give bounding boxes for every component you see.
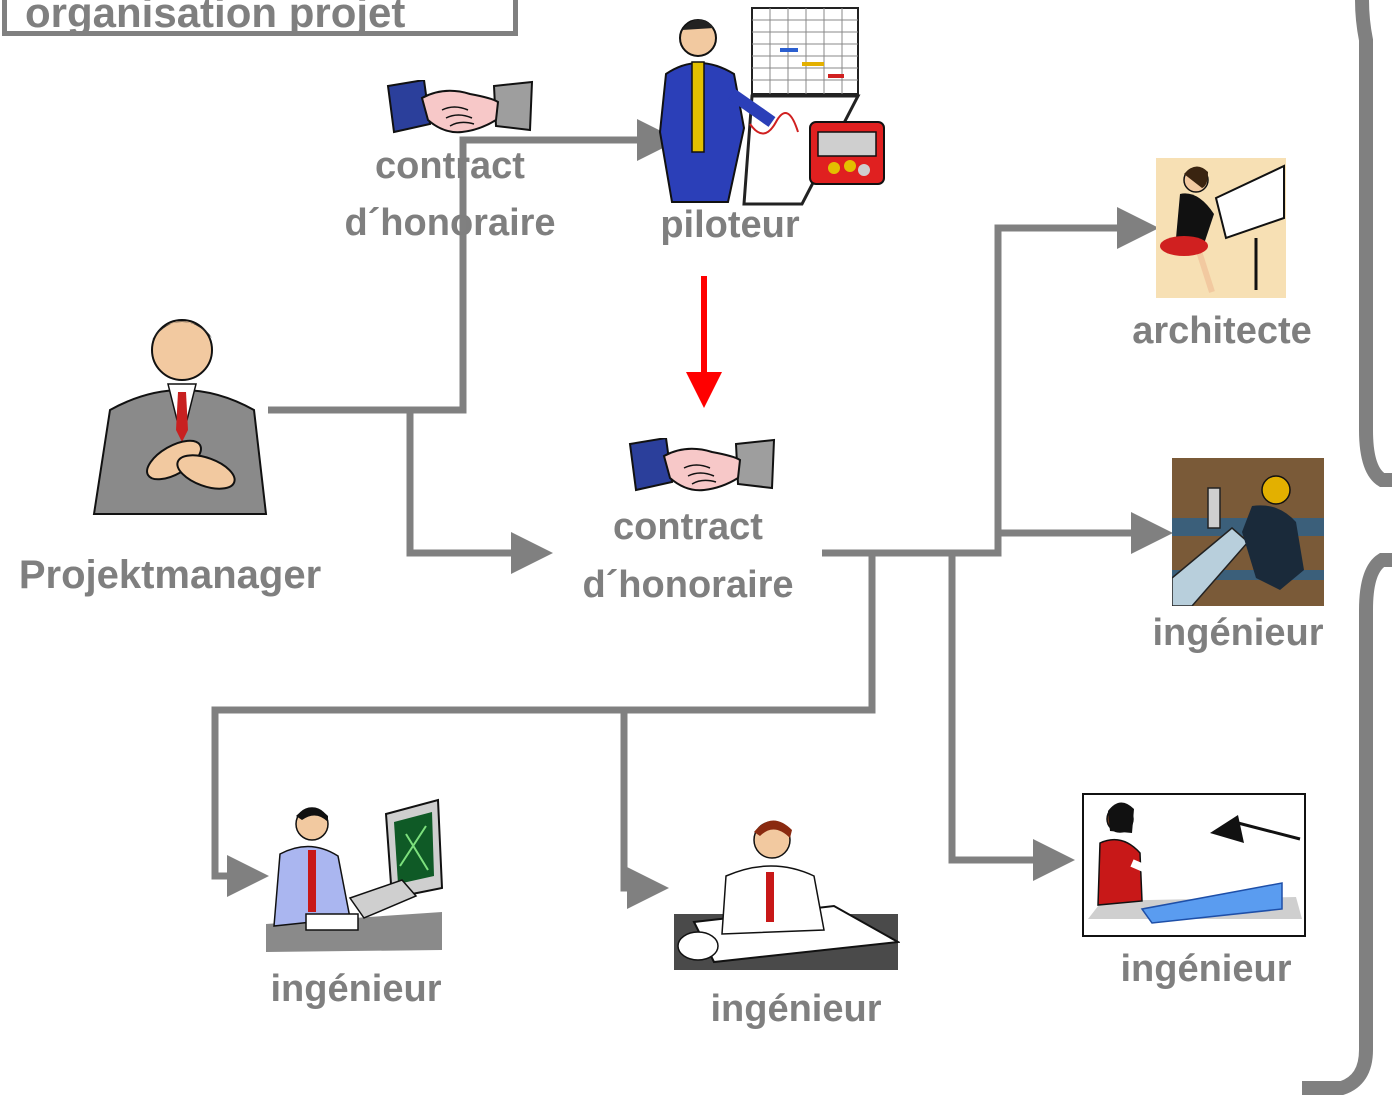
piloteur-label: piloteur [660,204,800,246]
line-manager-to-piloteur [268,119,679,414]
woman-at-blueprint-icon [1082,793,1306,937]
ingenieur-right-low-label: ingénieur [1120,948,1292,990]
ingenieur-bottom-left-label: ingénieur [270,968,442,1010]
projektmanager-label: Projektmanager [18,553,322,597]
presenter-with-chart-icon [658,7,885,206]
architect-at-drafting-table-icon [1156,158,1286,298]
contract-top-line1: contract [375,145,525,187]
right-brace [1302,0,1392,1095]
page-title: organisation projet [2,0,518,36]
contract-top-line2: d´honoraire [344,202,556,244]
engineer-drawing-icon [674,820,900,970]
line-to-ingenieur-bottom-mid [620,710,669,909]
contract-mid-line2: d´honoraire [582,564,794,606]
welder-engineer-icon [1172,458,1324,606]
line-manager-to-contract [406,410,553,574]
contract-mid-line1: contract [613,506,763,548]
architecte-label: architecte [1132,310,1312,352]
ingenieur-bottom-mid-label: ingénieur [710,988,882,1030]
ingenieur-right-mid-label: ingénieur [1152,612,1324,654]
handshake-icon [628,438,776,492]
line-contract-to-right [822,207,1159,557]
line-contract-to-bottom [211,553,876,897]
line-to-ingenieur-right-low [948,553,1075,881]
engineer-at-computer-icon [266,798,444,952]
applauding-manager-icon [92,319,268,515]
handshake-icon [386,80,534,134]
